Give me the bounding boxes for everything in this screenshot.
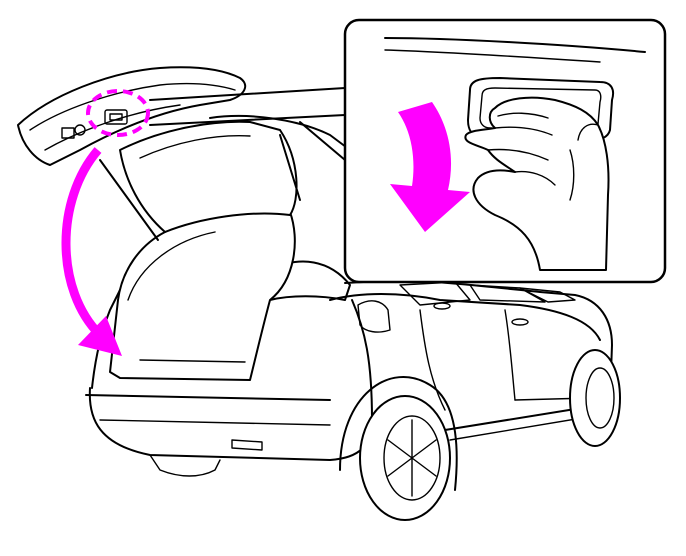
hand-icon xyxy=(464,96,610,271)
rear-wheel xyxy=(339,376,458,521)
open-liftgate xyxy=(17,66,301,241)
vehicle xyxy=(17,66,621,521)
detail-inset xyxy=(343,18,667,284)
callout-connector xyxy=(149,87,346,126)
close-arrow-icon xyxy=(61,147,122,356)
handle-highlight-circle xyxy=(86,89,150,137)
pull-down-arrow-icon xyxy=(390,102,470,232)
front-wheel xyxy=(569,349,621,447)
